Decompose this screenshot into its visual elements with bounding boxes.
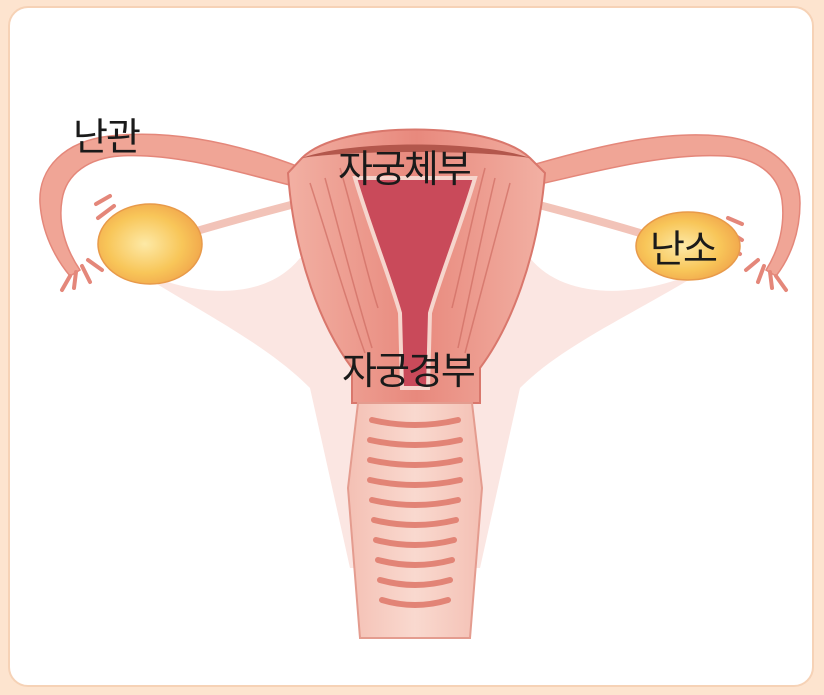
- label-ovary: 난소: [650, 230, 716, 268]
- label-uterine-body: 자궁체부: [338, 150, 470, 188]
- diagram-frame: 난관 자궁체부 난소 자궁경부: [8, 6, 814, 687]
- label-cervix: 자궁경부: [342, 352, 474, 390]
- uterus-illustration: [10, 8, 814, 687]
- left-ovary: [98, 204, 202, 284]
- label-fallopian-tube: 난관: [73, 118, 139, 156]
